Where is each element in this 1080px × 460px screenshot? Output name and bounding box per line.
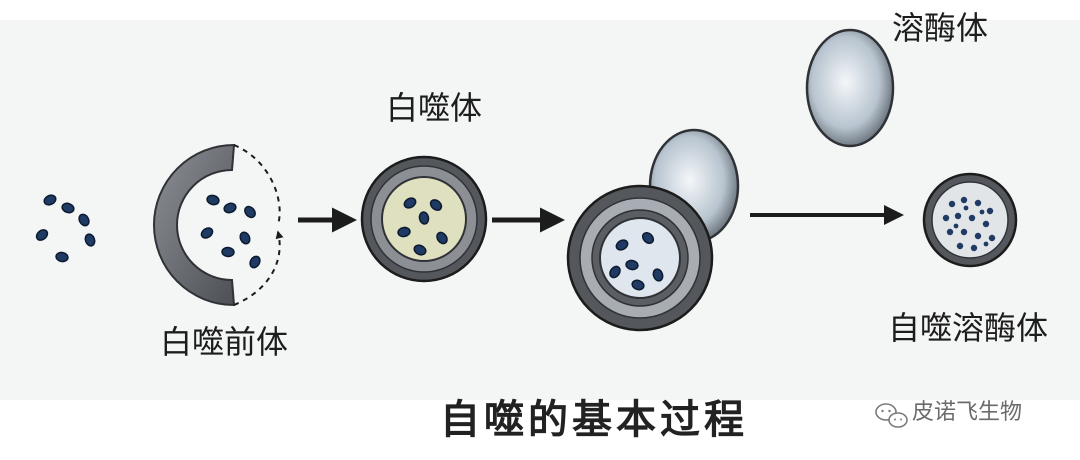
wechat-icon: [875, 403, 908, 428]
phagophore-label: 白噬前体: [160, 323, 289, 361]
autophagosome: [360, 155, 488, 283]
lysosome: [805, 28, 895, 148]
diagram-title: 自噬的基本过程: [440, 397, 748, 443]
lysosome-label: 溶酶体: [892, 9, 989, 47]
watermark-text: 皮诺飞生物: [912, 400, 1023, 425]
phagophore: [153, 143, 284, 307]
autophagosome-cargo: [397, 197, 448, 256]
autolysosome: [922, 172, 1018, 268]
fusion-cargo: [609, 231, 664, 291]
autophagosome-label: 白噬体: [386, 89, 483, 127]
autolysosome-label: 自噬溶酶体: [888, 309, 1049, 347]
phagophore-cargo: [200, 194, 261, 269]
free-cargo-group: [35, 194, 96, 263]
fusion-stage: [566, 128, 740, 332]
autolysosome-cargo: [942, 196, 996, 252]
